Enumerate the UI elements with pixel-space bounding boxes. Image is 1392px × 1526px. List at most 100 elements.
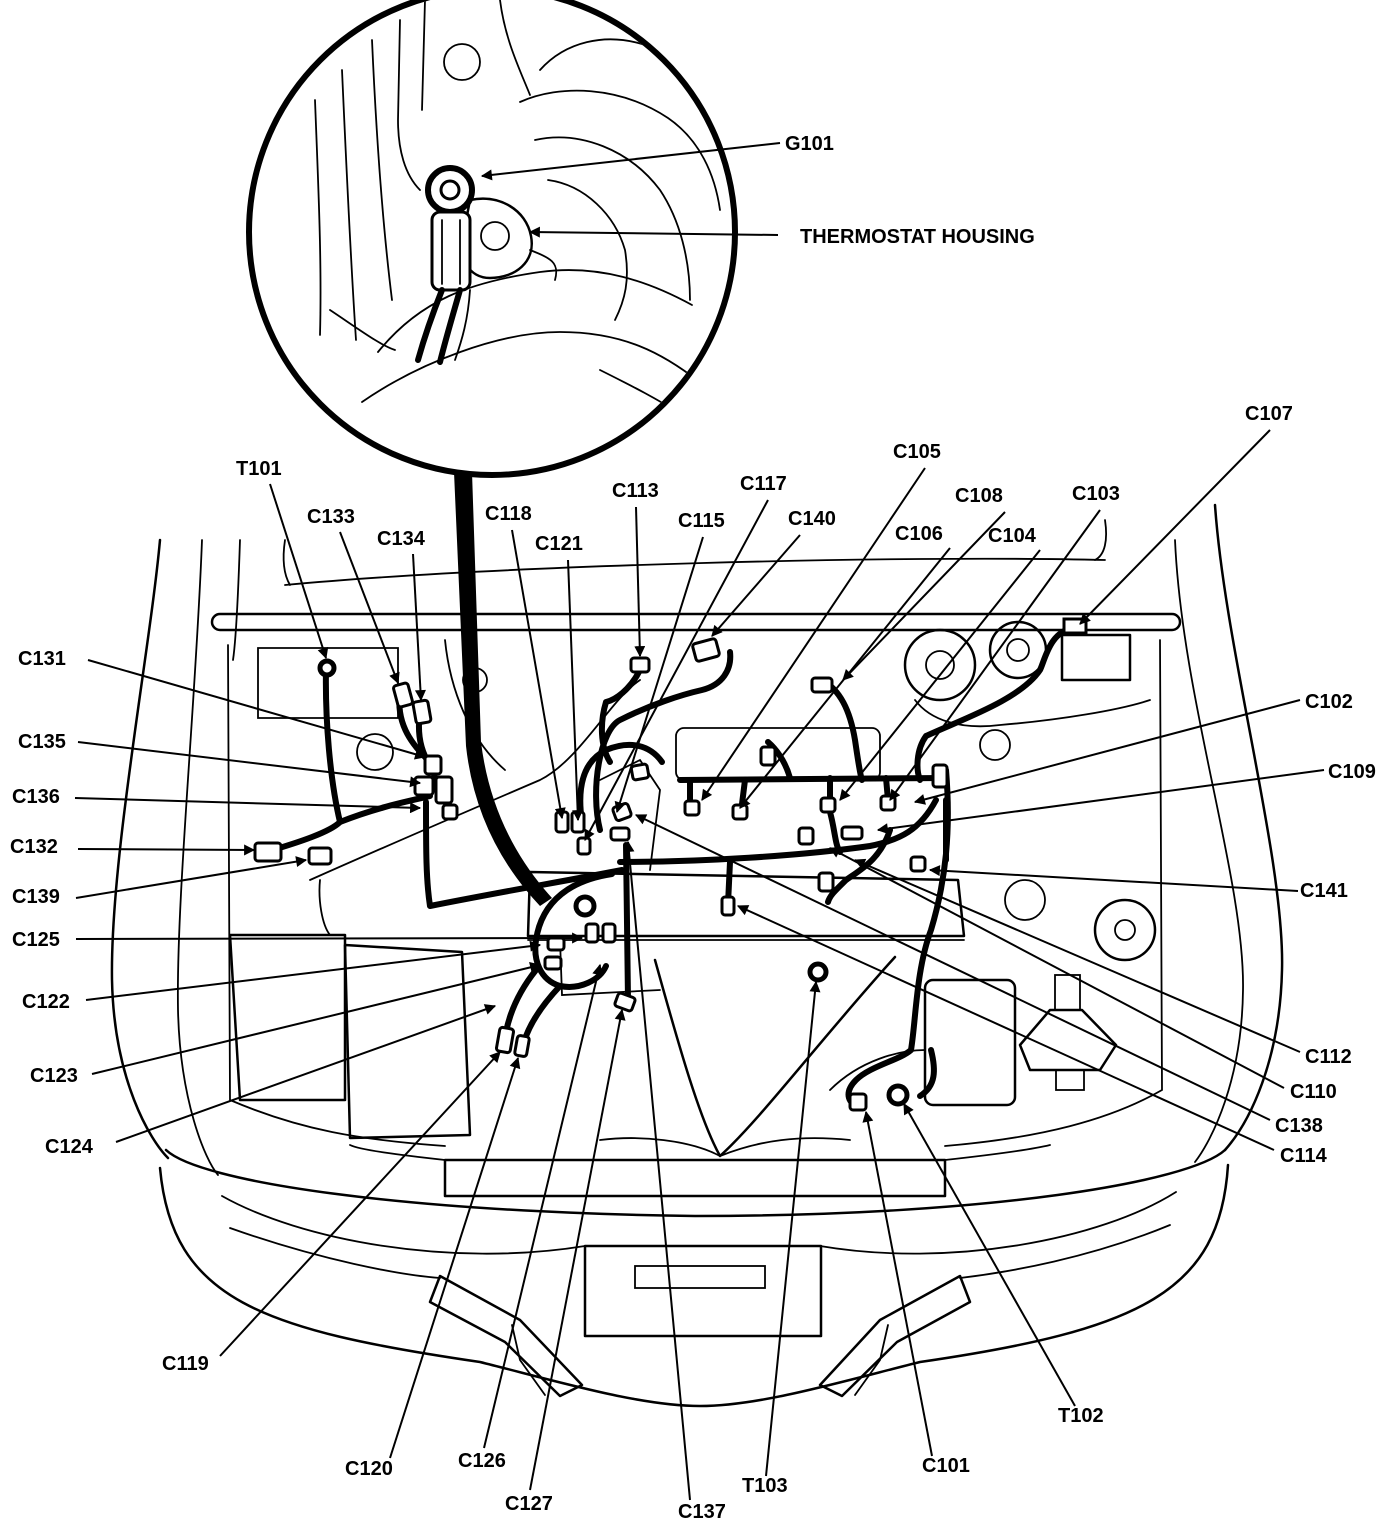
label-c102: C102 [1305,691,1353,713]
label-c141: C141 [1300,880,1348,902]
connector [691,637,721,663]
leader-thermostat-housing [528,226,779,238]
leader-c122 [85,940,542,1001]
leader-c134 [412,553,426,702]
leader-c117 [584,499,769,841]
leader-t102 [903,1103,1076,1407]
label-c105: C105 [893,441,941,463]
label-c101: C101 [922,1455,970,1477]
connector [720,895,736,917]
connector [413,775,435,797]
label-t101: T101 [236,458,282,480]
connector [576,836,592,856]
leader-c127 [529,1008,626,1491]
connector [584,922,600,944]
engine-components [228,620,1157,1158]
leader-c107 [1079,429,1271,625]
connector [810,676,834,694]
connector [546,936,566,952]
leader-c102 [913,699,1301,805]
connector [494,1025,516,1055]
label-c133: C133 [307,506,355,528]
label-c136: C136 [12,786,60,808]
connector [683,799,701,817]
label-c122: C122 [22,991,70,1013]
label-c140: C140 [788,508,836,530]
connector [611,802,633,822]
label-c103: C103 [1072,483,1120,505]
label-c106: C106 [895,523,943,545]
label-c107: C107 [1245,403,1293,425]
label-c121: C121 [535,533,583,555]
connector [848,1092,868,1112]
label-c108: C108 [955,485,1003,507]
connector [411,698,433,726]
label-c135: C135 [18,731,66,753]
label-t103: T103 [742,1475,788,1497]
leader-c132 [77,844,256,856]
label-g101: G101 [785,133,834,155]
connector [253,841,283,863]
label-c134: C134 [377,528,426,550]
connector [307,846,333,866]
leader-c119 [219,1051,501,1357]
leader-c135 [77,741,422,788]
leader-c113 [634,506,646,658]
connector [543,955,563,971]
label-c137: C137 [678,1501,726,1523]
callout-labels: G101 THERMOSTAT HOUSING T101 C133 C134 C… [10,133,1376,1523]
leader-c109 [876,769,1325,835]
inset-detail [246,0,738,906]
leader-c141 [928,865,1299,892]
ring-terminal [886,1083,910,1107]
leader-c101 [862,1110,933,1457]
connector [797,826,815,846]
connector [434,775,454,805]
connector [513,1034,531,1058]
label-c115: C115 [678,510,725,532]
wiring-harness [263,625,1078,1109]
label-c109: C109 [1328,761,1376,783]
connector [931,763,949,789]
ring-terminal [573,894,597,918]
label-t102: T102 [1058,1405,1104,1427]
leader-c124 [115,1004,497,1143]
label-thermostat-housing: THERMOSTAT HOUSING [800,226,1035,248]
connector [817,871,835,893]
connector [609,826,631,842]
label-c104: C104 [988,525,1037,547]
leader-c123 [91,961,542,1075]
leader-c140 [711,534,801,637]
leader-c120 [389,1056,521,1459]
connector [840,825,864,841]
label-c112: C112 [1305,1046,1352,1068]
leader-c104 [839,549,1041,801]
leader-t103 [765,980,821,1477]
connector [879,794,897,812]
label-c113: C113 [612,480,659,502]
leader-c110 [829,847,1285,1089]
leader-c121 [567,559,584,822]
label-c120: C120 [345,1458,393,1480]
label-c132: C132 [10,836,58,858]
leader-c112 [853,858,1301,1053]
connector [629,762,651,782]
label-c125: C125 [12,929,60,951]
leader-c108 [842,511,1006,681]
label-c119: C119 [162,1353,209,1375]
leader-c114 [736,905,1275,1151]
leader-c106 [739,547,951,809]
label-c139: C139 [12,886,60,908]
leader-c103 [889,509,1101,801]
leader-lines [74,142,1325,1501]
leader-c126 [483,963,604,1449]
leader-c105 [701,467,926,801]
label-c123: C123 [30,1065,78,1087]
label-c131: C131 [18,648,66,670]
label-c114: C114 [1280,1145,1328,1167]
label-c127: C127 [505,1493,553,1515]
connector [909,855,927,873]
leader-c131 [87,659,427,760]
leader-c138 [635,814,1271,1121]
